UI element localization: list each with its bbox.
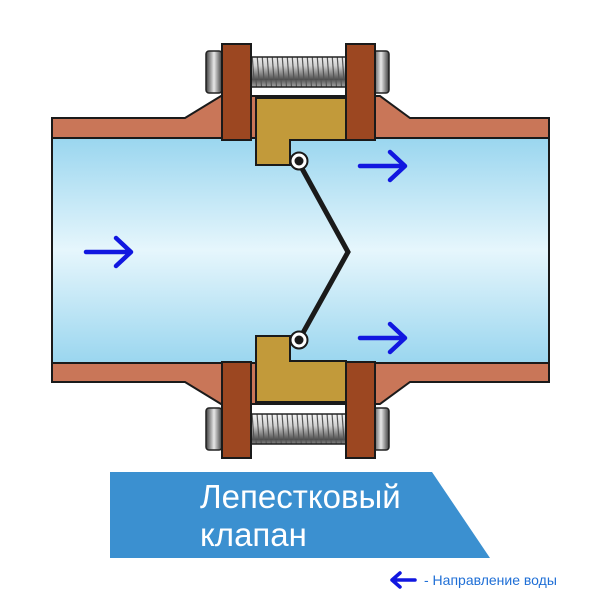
- water-channel: [51, 137, 550, 364]
- left-arrow-icon: [390, 571, 417, 589]
- bolt-thread-bottom: [250, 413, 348, 445]
- flow-arrow-outlet-bottom: [357, 321, 408, 355]
- right-arrow-icon-lower: [357, 321, 408, 355]
- bolt-bottom: [205, 407, 390, 451]
- petal-flap: [296, 161, 351, 342]
- flange-right-top: [345, 43, 376, 141]
- legend: - Направление воды: [388, 569, 557, 591]
- bolt-icon: [205, 50, 223, 94]
- right-arrow-icon: [83, 235, 134, 269]
- caption-banner: [110, 472, 490, 558]
- flow-arrow-inlet: [83, 235, 134, 269]
- hinge-pin-core-bottom: [294, 335, 304, 345]
- flange-left-top: [221, 43, 252, 141]
- hinge-pin-core: [294, 156, 304, 166]
- caption-line-2: клапан: [200, 516, 307, 553]
- flange-left-bottom: [221, 361, 252, 459]
- hinge-pin-bottom: [289, 330, 309, 350]
- flow-arrow-outlet-top: [357, 149, 408, 183]
- right-arrow-icon-upper: [357, 149, 408, 183]
- caption-title: Лепестковый клапан: [200, 478, 460, 554]
- caption-line-1: Лепестковый: [200, 478, 401, 515]
- bolt-thread-top: [250, 56, 348, 88]
- hinge-pin-top: [289, 151, 309, 171]
- petal-flaps: [296, 161, 351, 342]
- bolt-top: [205, 50, 390, 94]
- legend-text: - Направление воды: [424, 572, 557, 588]
- bolt-nut-left-bottom: [205, 407, 223, 451]
- valve-seat-bottom: [255, 335, 347, 403]
- flange-right-bottom: [345, 361, 376, 459]
- valve-seat-top: [255, 97, 347, 166]
